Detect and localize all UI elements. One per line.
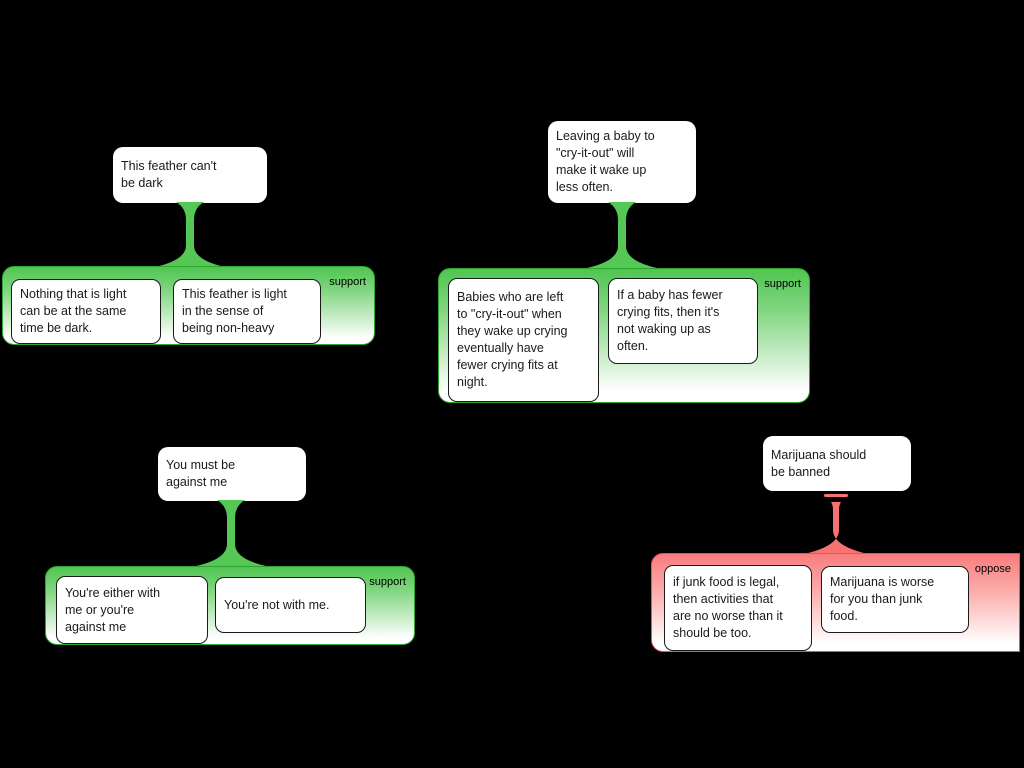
- support-group[interactable]: support You're either with me or you're …: [45, 566, 415, 645]
- premise-text: Nothing that is light can be at the same…: [20, 287, 127, 335]
- support-group[interactable]: support Nothing that is light can be at …: [2, 266, 375, 345]
- claim-text: Leaving a baby to "cry-it-out" will make…: [556, 129, 655, 194]
- premise-text: This feather is light in the sense of be…: [182, 287, 287, 335]
- premise-text: You're not with me.: [224, 597, 330, 612]
- claim-node[interactable]: You must be against me: [158, 447, 306, 501]
- claim-text: This feather can't be dark: [121, 159, 217, 190]
- premise-text: If a baby has fewer crying fits, then it…: [617, 288, 723, 353]
- oppose-group[interactable]: oppose if junk food is legal, then activ…: [651, 553, 1020, 652]
- claim-text: Marijuana should be banned: [771, 447, 867, 479]
- relation-label: support: [764, 278, 801, 290]
- premise-node[interactable]: Marijuana is worse for you than junk foo…: [821, 566, 969, 633]
- premise-node[interactable]: This feather is light in the sense of be…: [173, 279, 321, 344]
- support-connector[interactable]: [150, 202, 230, 267]
- premise-text: if junk food is legal, then activities t…: [673, 575, 783, 640]
- support-connector[interactable]: [582, 202, 662, 268]
- support-connector[interactable]: [191, 500, 271, 566]
- relation-label: support: [369, 576, 406, 588]
- relation-label: oppose: [974, 563, 1011, 575]
- premise-node[interactable]: If a baby has fewer crying fits, then it…: [608, 278, 758, 364]
- premise-node[interactable]: You're either with me or you're against …: [56, 576, 208, 644]
- premise-node[interactable]: You're not with me.: [215, 577, 366, 633]
- claim-node[interactable]: This feather can't be dark: [113, 147, 267, 203]
- premise-node[interactable]: Nothing that is light can be at the same…: [11, 279, 161, 344]
- claim-text: You must be against me: [166, 458, 236, 489]
- premise-node[interactable]: if junk food is legal, then activities t…: [664, 565, 812, 651]
- claim-node[interactable]: Leaving a baby to "cry-it-out" will make…: [548, 121, 696, 203]
- relation-label: support: [329, 276, 366, 288]
- premise-node[interactable]: Babies who are left to "cry-it-out" when…: [448, 278, 599, 402]
- support-group[interactable]: support Babies who are left to "cry-it-o…: [438, 268, 810, 403]
- premise-text: Marijuana is worse for you than junk foo…: [830, 575, 935, 623]
- claim-node[interactable]: Marijuana should be banned: [763, 436, 911, 491]
- premise-text: Babies who are left to "cry-it-out" when…: [457, 290, 568, 389]
- oppose-connector[interactable]: [796, 492, 876, 554]
- premise-text: You're either with me or you're against …: [65, 585, 161, 634]
